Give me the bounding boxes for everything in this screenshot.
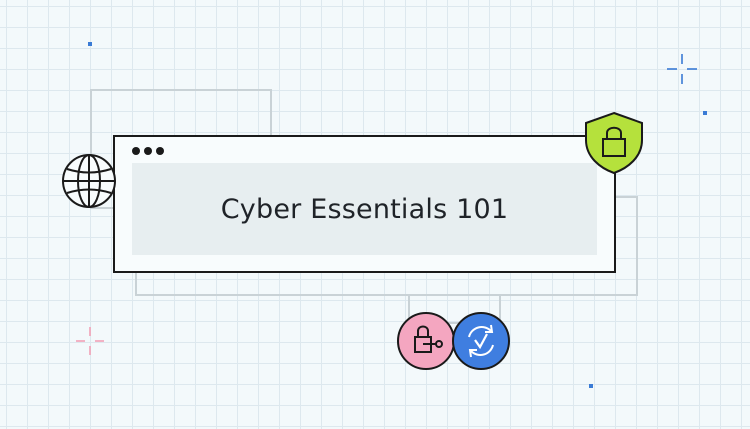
padlock-key-icon xyxy=(397,312,455,370)
page-title: Cyber Essentials 101 xyxy=(220,193,509,225)
badge-connector xyxy=(408,294,501,324)
globe-icon xyxy=(62,154,116,208)
shield-lock-icon xyxy=(585,111,643,175)
accent-dot xyxy=(589,384,593,388)
browser-window: Cyber Essentials 101 xyxy=(113,135,616,273)
title-band: Cyber Essentials 101 xyxy=(132,163,597,255)
browser-dots-icon xyxy=(132,147,164,155)
sync-check-icon xyxy=(452,312,510,370)
blue-sparkle-icon xyxy=(667,54,697,84)
accent-dot xyxy=(703,111,707,115)
accent-dot xyxy=(88,42,92,46)
pink-sparkle-icon xyxy=(76,327,104,355)
